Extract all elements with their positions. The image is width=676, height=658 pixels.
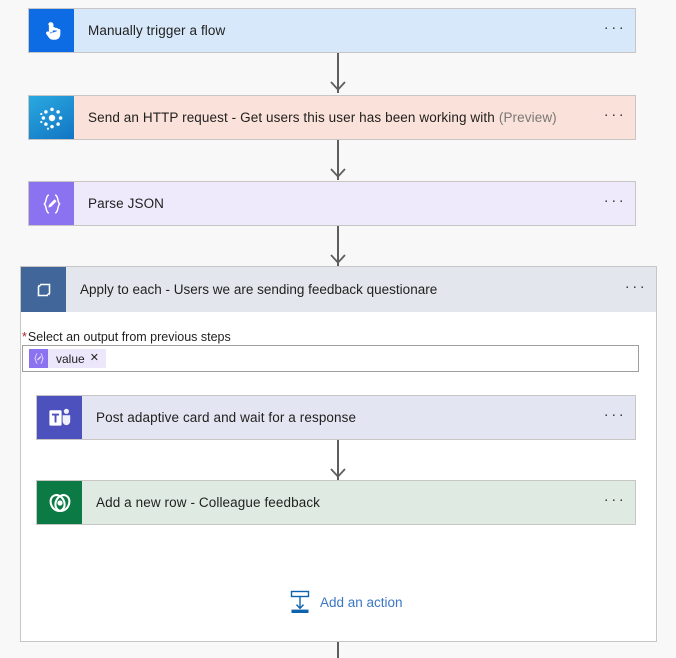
connector-arrowhead [330,468,346,478]
flow-node-title-text: Post adaptive card and wait for a respon… [96,410,357,425]
flow-node-title: Parse JSON [74,182,595,225]
flow-node-title-text: Add a new row - Colleague feedback [96,495,321,510]
node-overflow-menu-button[interactable]: ··· [603,491,627,508]
field-label-text: Select an output from previous steps [27,330,231,344]
flow-node-title: Post adaptive card and wait for a respon… [82,396,595,439]
flow-node-parse-json[interactable]: Parse JSON ··· [28,181,636,226]
connector-line [337,642,339,658]
token-label: value [56,351,85,366]
connector-arrowhead [330,81,346,91]
graph-dots-icon [29,96,74,139]
flow-node-teams-adaptive-card[interactable]: Post adaptive card and wait for a respon… [36,395,636,440]
scope-header[interactable]: Apply to each - Users we are sending fee… [21,267,656,312]
add-action-label: Add an action [320,594,403,610]
connector-line [337,53,339,93]
connector-arrowhead [330,168,346,178]
flow-node-title: Send an HTTP request - Get users this us… [74,96,595,139]
select-output-input[interactable]: value ✕ [22,345,639,372]
select-output-field-label: *Select an output from previous steps [22,330,231,344]
scope-overflow-menu-button[interactable]: ··· [624,278,648,295]
node-overflow-menu-button[interactable]: ··· [603,406,627,423]
node-overflow-menu-button[interactable]: ··· [603,106,627,123]
scope-title-text: Apply to each - Users we are sending fee… [80,282,438,297]
scope-title: Apply to each - Users we are sending fee… [66,267,616,312]
add-action-button[interactable]: Add an action [288,589,403,615]
flow-node-http-request[interactable]: Send an HTTP request - Get users this us… [28,95,636,140]
flow-node-trigger[interactable]: Manually trigger a flow ··· [28,8,636,53]
required-marker: * [22,330,27,344]
flow-node-title-text: Parse JSON [88,196,165,211]
dynamic-content-token[interactable]: value ✕ [29,349,106,368]
dataverse-rings-icon [37,481,82,524]
json-braces-pencil-icon [29,349,48,368]
flow-node-title: Manually trigger a flow [74,9,595,52]
connector-line [337,440,339,480]
flow-node-title: Add a new row - Colleague feedback [82,481,595,524]
json-braces-pencil-icon [29,182,74,225]
flow-node-dataverse-add-row[interactable]: Add a new row - Colleague feedback ··· [36,480,636,525]
connector-arrowhead [330,254,346,264]
preview-badge: (Preview) [498,110,557,125]
node-overflow-menu-button[interactable]: ··· [603,192,627,209]
flow-node-title-text: Manually trigger a flow [88,23,226,38]
connector-line [337,140,339,180]
insert-action-icon [290,590,310,613]
node-overflow-menu-button[interactable]: ··· [603,19,627,36]
microsoft-teams-icon [37,396,82,439]
loop-arrow-icon [21,267,66,312]
touch-hand-icon [29,9,74,52]
connector-line [337,226,339,266]
token-remove-icon[interactable]: ✕ [89,352,99,364]
flow-node-title-text: Send an HTTP request - Get users this us… [88,110,495,125]
